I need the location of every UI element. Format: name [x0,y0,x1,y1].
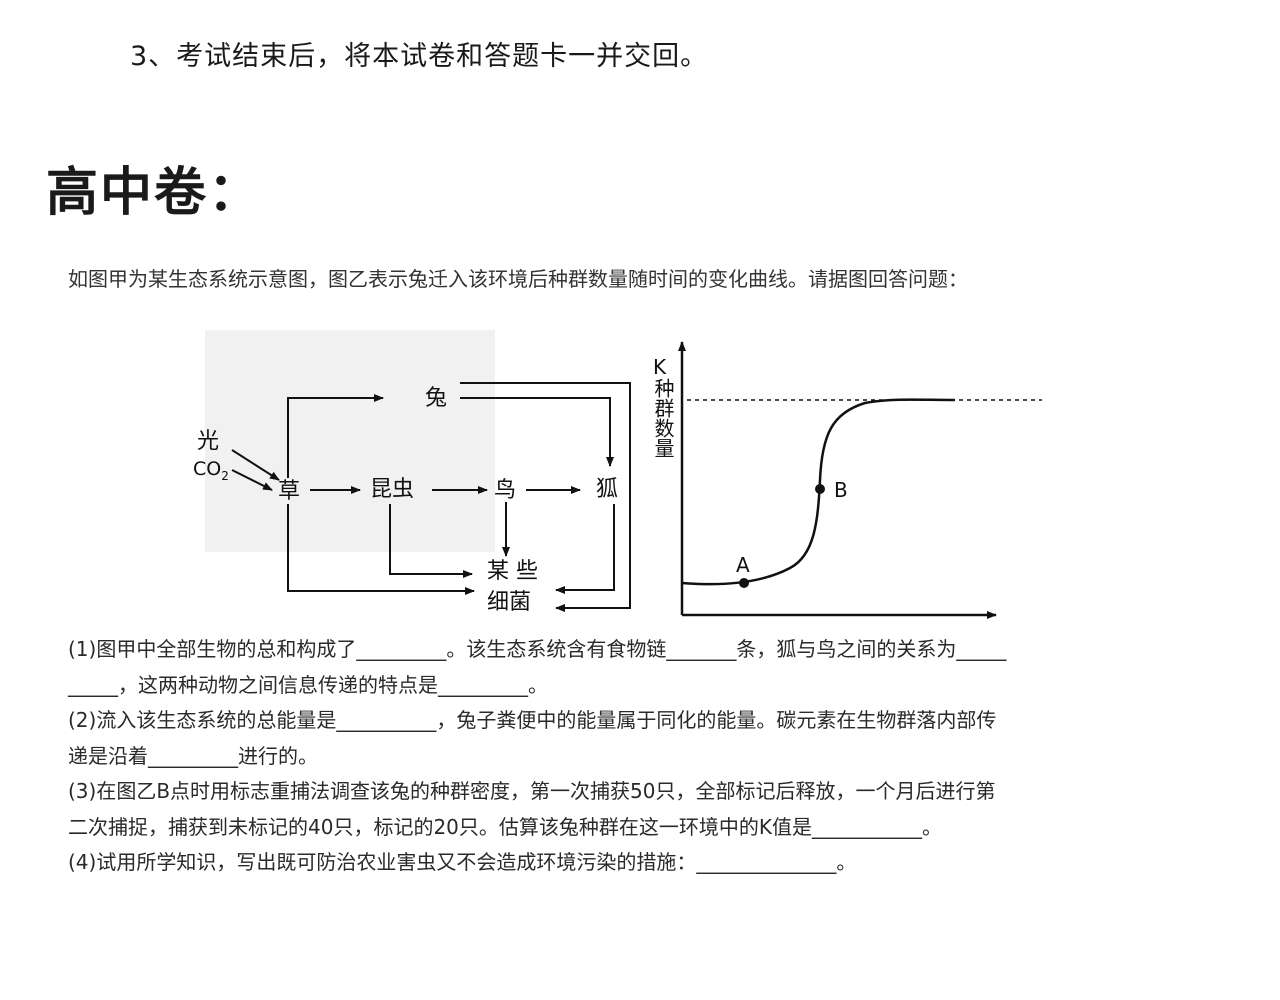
arrow-insect-to-bacteria [389,504,473,578]
label-grass: 草 [278,479,300,504]
label-co2: CO2 [193,458,229,483]
question-1-line-1: (1)图甲中全部生物的总和构成了_________。该生态系统含有食物链____… [68,637,1007,661]
s-curve [681,398,956,586]
population-graph [678,341,1042,619]
arrow-grass-to-bacteria [287,504,475,595]
exam-instruction-note: 3、考试结束后，将本试卷和答题卡一并交回。 [130,41,709,72]
label-bird: 鸟 [494,478,516,503]
diagram-background [205,330,495,552]
question-2-line-2: 递是沿着_________进行的。 [68,743,318,768]
label-insect: 昆虫 [370,477,414,502]
label-bacteria-line2: 细菌 [487,590,531,615]
food-web-diagram [231,382,631,612]
arrow-co2-to-grass [231,469,273,491]
section-title: 高中卷： [46,163,263,223]
question-1-line-2: _____，这两种动物之间信息传递的特点是_________。 [68,672,548,697]
question-intro: 如图甲为某生态系统示意图，图乙表示兔迁入该环境后种群数量随时间的变化曲线。请据图… [68,267,968,291]
arrow-light-to-grass [231,449,280,481]
arrow-fox-to-bacteria-inner [555,504,615,594]
question-2-line-1: (2)流入该生态系统的总能量是__________，兔子粪便中的能量属于同化的能… [68,708,997,732]
y-axis-label: 种群数量 [651,378,675,458]
label-light: 光 [197,429,219,454]
arrow-grass-to-rabbit [287,394,384,478]
arrow-rabbit-to-bacteria-outer [460,382,631,612]
arrow-rabbit-to-fox [460,397,614,467]
questions-block: (1)图甲中全部生物的总和构成了_________。该生态系统含有食物链____… [68,632,1198,881]
point-a-marker [739,578,749,588]
label-rabbit: 兔 [425,386,447,411]
point-b-marker [815,484,825,494]
question-4: (4)试用所学知识，写出既可防治农业害虫又不会造成环境污染的措施：_______… [68,850,857,874]
label-bacteria-line1: 某 些 [487,559,538,584]
question-3-line-1: (3)在图乙B点时用标志重捕法调查该兔的种群密度，第一次捕获50只，全部标记后释… [68,779,996,803]
label-point-b: B [834,478,848,502]
question-3-line-2: 二次捕捉，捕获到未标记的40只，标记的20只。估算该兔种群在这一环境中的K值是_… [68,814,943,839]
label-fox: 狐 [596,477,618,502]
label-k: K [653,355,667,379]
label-point-a: A [736,553,750,577]
